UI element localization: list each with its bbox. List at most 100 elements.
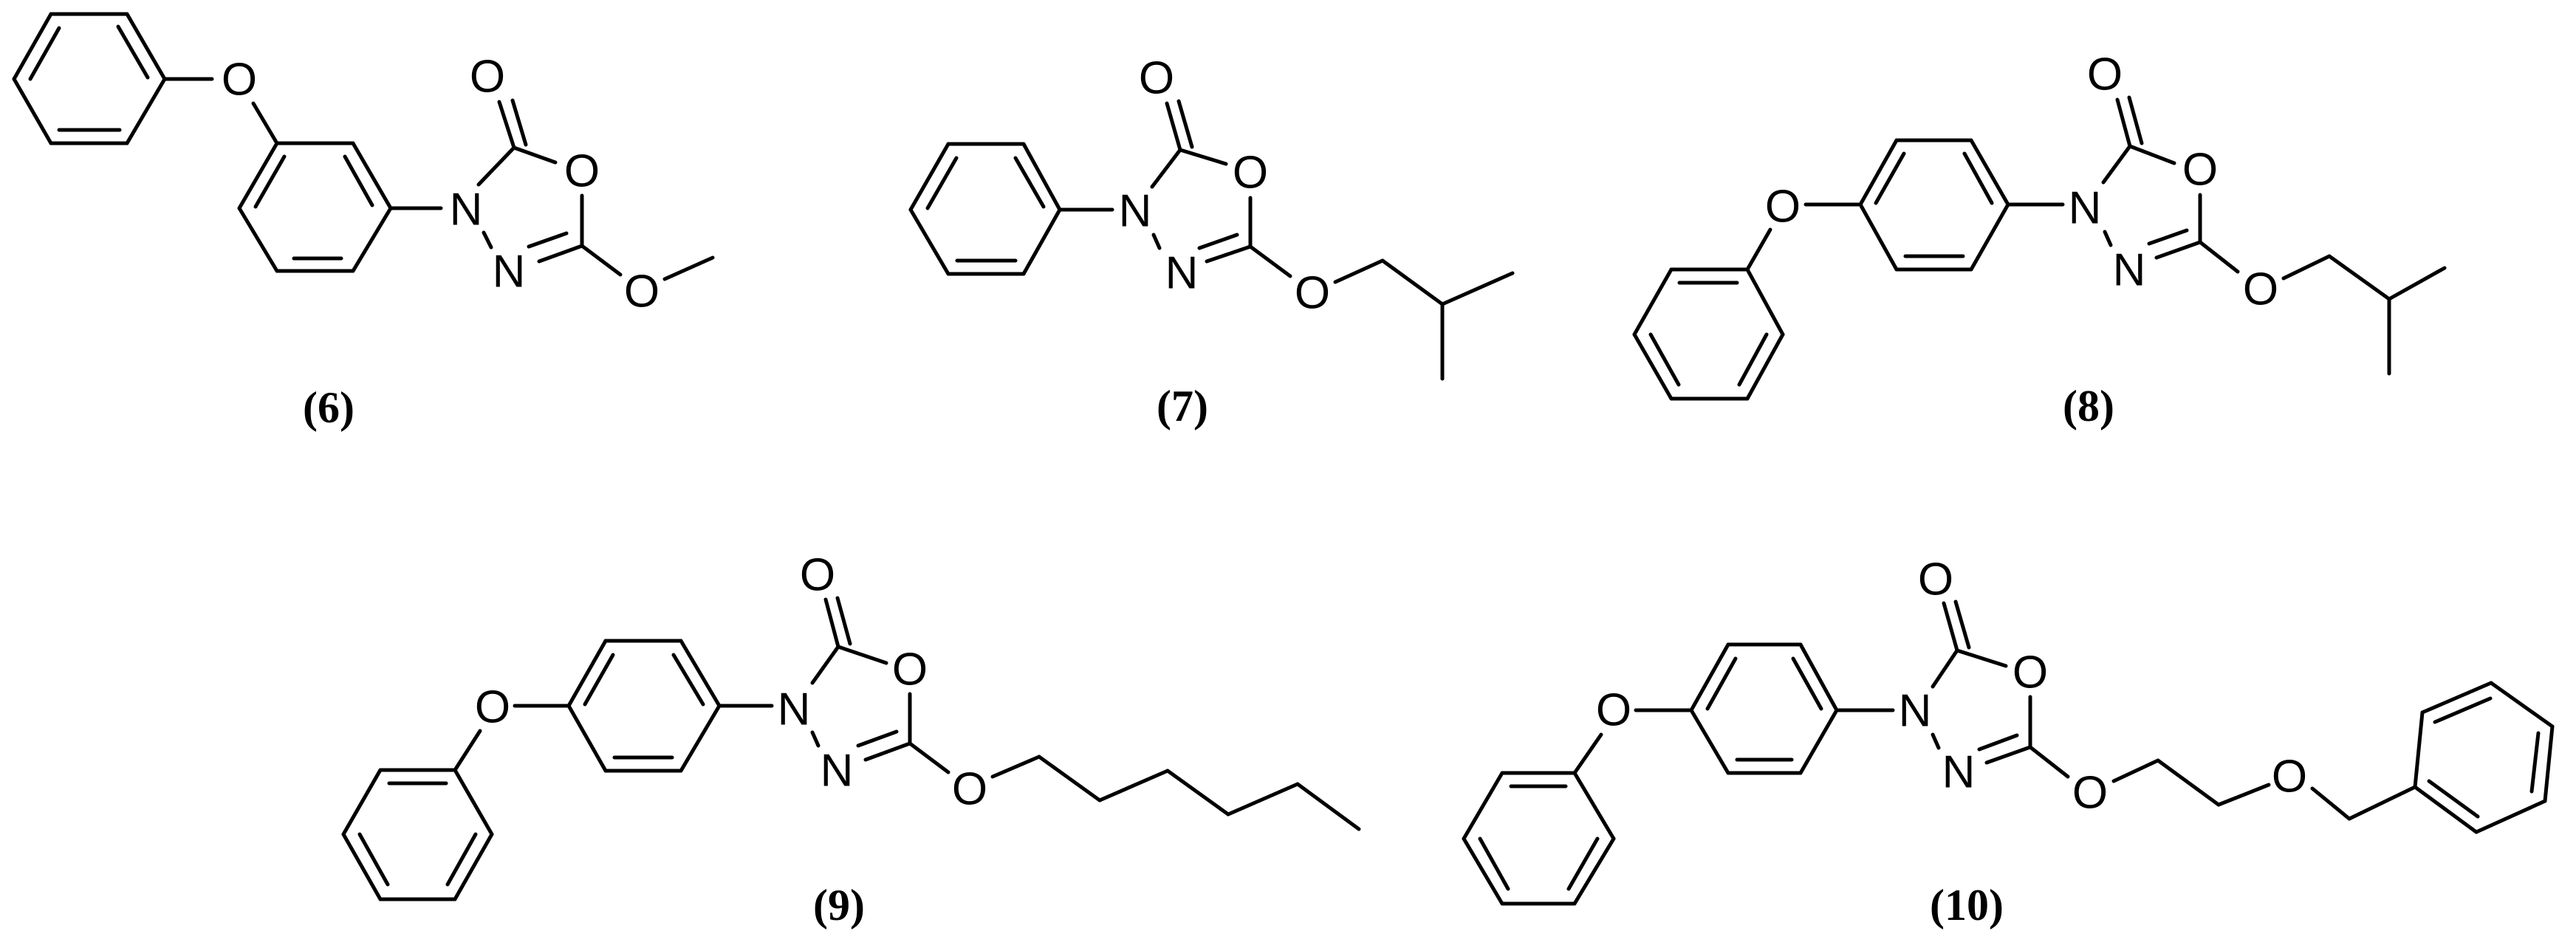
bond-line [1798, 642, 1839, 712]
bond-line [2433, 696, 2493, 724]
bond-line [835, 596, 852, 646]
bond-line [237, 141, 279, 210]
bond-line [1572, 836, 1616, 906]
bond-line [357, 832, 390, 887]
bond-line [445, 832, 478, 887]
bond-line [580, 244, 623, 277]
bond-line [1969, 138, 2010, 207]
bond-line [1632, 332, 1674, 401]
bond-line [253, 154, 287, 209]
bond-line [2327, 254, 2391, 301]
molecule-7-bonds [908, 99, 1515, 381]
atom-label-methoxy-oxygen: O [624, 267, 660, 317]
bond-line [251, 101, 279, 145]
bond-line [566, 704, 608, 773]
atom-label-carbonyl-oxygen: O [2087, 49, 2123, 100]
bond-line [679, 639, 722, 708]
atom-label-ring-nitrogen-4: N [493, 247, 526, 298]
atom-label-carbonyl-oxygen: O [800, 550, 835, 601]
atom-label-ether-oxygen: O [1765, 182, 1801, 233]
atom-label-ring-oxygen-1: O [564, 146, 600, 197]
molecule-10-caption: (10) [1930, 881, 2004, 929]
bond-line [453, 832, 494, 901]
molecule-9-caption: (9) [813, 881, 865, 929]
bond-line [1013, 156, 1046, 209]
molecule-7-caption: (7) [1157, 382, 1208, 430]
bond-line [1962, 151, 1994, 205]
bond-line [836, 645, 888, 665]
bond-line [1858, 138, 1899, 207]
atom-label-ring-oxygen-1: O [1233, 148, 1268, 199]
bond-line [1248, 244, 1292, 278]
atom-label-carbonyl-oxygen: O [1139, 53, 1174, 104]
bond-line [1977, 733, 2019, 752]
atom-label-ring-nitrogen-3: N [1119, 186, 1152, 237]
atom-label-ether-oxygen: O [1596, 685, 1631, 736]
bond-line [1150, 148, 1182, 189]
atom-label-isobutoxy-oxygen: O [1295, 268, 1330, 319]
bond-line [116, 24, 150, 80]
bond-line [482, 230, 493, 250]
atom-label-ether-oxygen: O [475, 682, 510, 733]
atom-label-ring-oxygen-1: O [892, 645, 928, 695]
atom-label-carbonyl-oxygen: O [470, 52, 505, 103]
bond-line [1705, 656, 1738, 711]
bond-line [1737, 332, 1769, 387]
bond-line [1984, 745, 2032, 765]
bond-line [2115, 97, 2132, 148]
bond-line [2347, 785, 2417, 821]
atom-label-benzyl-ether-oxygen: O [2272, 752, 2307, 803]
molecule-8-caption: (8) [2063, 382, 2114, 430]
bond-line [1165, 101, 1182, 152]
atom-label-ring-oxygen-1: O [2012, 647, 2048, 698]
atom-label-ring-nitrogen-3: N [1899, 686, 1932, 737]
bond-line [863, 741, 912, 762]
bond-line [1931, 648, 1959, 689]
bond-line [1955, 648, 2008, 668]
bond-line [1953, 599, 1971, 650]
bond-line [823, 597, 840, 649]
molecule-6-caption: (6) [303, 383, 354, 432]
bond-line [1151, 233, 1162, 250]
bond-line [2216, 783, 2271, 807]
bond-line [810, 730, 821, 748]
atom-label-carbonyl-oxygen: O [1918, 554, 1953, 605]
bond-line [1462, 836, 1504, 906]
bond-line [2198, 240, 2240, 274]
bond-line [1566, 836, 1600, 891]
bond-line [351, 141, 393, 210]
bond-line [343, 154, 374, 207]
bond-line [512, 145, 558, 165]
bond-line [2420, 681, 2493, 715]
bond-line [1205, 244, 1253, 264]
molecule-6-bonds [12, 12, 715, 281]
bond-line [810, 645, 840, 685]
bond-line [476, 145, 516, 187]
atom-label-ring-nitrogen-4: N [821, 746, 854, 797]
bond-line [1745, 332, 1785, 401]
bond-line [351, 206, 393, 273]
bond-line [2387, 266, 2447, 301]
atom-label-ether-oxygen: O [222, 55, 257, 106]
bond-line [1021, 207, 1062, 276]
atom-label-ring-nitrogen-3: N [2069, 183, 2102, 234]
bond-line [125, 12, 167, 81]
bond-line [125, 77, 167, 145]
bond-line [341, 832, 383, 901]
bond-line [566, 639, 608, 708]
bond-line [2127, 95, 2144, 145]
bond-line [1689, 708, 1730, 775]
bond-line [856, 729, 899, 748]
atom-label-hexyloxy-oxygen: O [952, 764, 987, 815]
bond-line [1478, 836, 1510, 891]
bond-line [1798, 708, 1839, 775]
bond-line [2111, 758, 2160, 783]
bond-line [2427, 779, 2480, 819]
bond-line [1858, 202, 1899, 272]
